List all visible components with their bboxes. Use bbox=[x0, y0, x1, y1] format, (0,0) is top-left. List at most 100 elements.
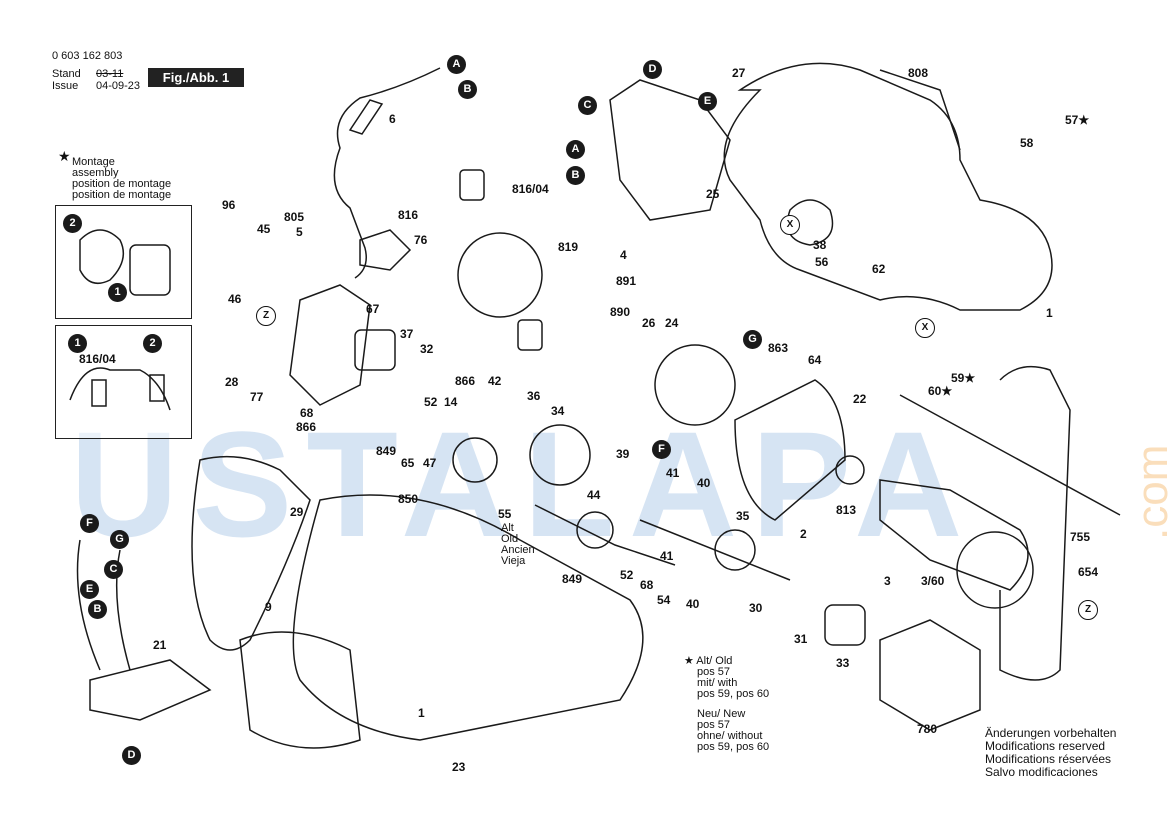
handle-29 bbox=[191, 455, 311, 651]
part-30: 30 bbox=[749, 601, 763, 615]
part-40: 40 bbox=[697, 476, 711, 490]
part-77: 77 bbox=[250, 390, 264, 404]
part-816-04: 816/04 bbox=[512, 182, 549, 196]
callout-F-2: F bbox=[80, 514, 99, 533]
issue-value: 04-09-23 bbox=[96, 80, 141, 92]
brush-holder-ring bbox=[654, 344, 736, 426]
reserved-de: Änderungen vorbehalten bbox=[985, 726, 1117, 740]
legend-new-2: pos 57 bbox=[697, 719, 731, 731]
part-33: 33 bbox=[836, 656, 850, 670]
sleeve-33 bbox=[824, 604, 866, 646]
housing-808-edge bbox=[879, 69, 961, 151]
part-6: 6 bbox=[389, 112, 396, 126]
montage-line-2: assembly bbox=[72, 167, 119, 179]
callout-C-2: C bbox=[104, 560, 123, 579]
callout-B-3: B bbox=[88, 600, 107, 619]
housing-half-outline bbox=[723, 62, 1053, 311]
part-9: 9 bbox=[265, 600, 272, 614]
callout-C-1: C bbox=[578, 96, 597, 115]
montage-line-1: Montage bbox=[72, 156, 115, 168]
part-866b: 866 bbox=[296, 420, 317, 434]
callout-D-1: D bbox=[643, 60, 662, 79]
montage-line-3: position de montage bbox=[72, 178, 172, 190]
stand-label: Stand bbox=[52, 68, 81, 80]
part-813: 813 bbox=[836, 503, 857, 517]
part-755: 755 bbox=[1070, 530, 1091, 544]
part-816: 816 bbox=[398, 208, 419, 222]
legend-alt-3: mit/ with bbox=[697, 677, 738, 689]
part-3: 3 bbox=[884, 574, 891, 588]
stator bbox=[734, 379, 846, 521]
part-805: 805 bbox=[284, 210, 305, 224]
callout-E-1: E bbox=[698, 92, 717, 111]
callout-Z-2: Z bbox=[1078, 600, 1098, 620]
montage-line-4: position de montage bbox=[72, 189, 172, 201]
callout-Z-1: Z bbox=[256, 306, 276, 326]
brush-part-2 bbox=[517, 319, 543, 351]
part-14: 14 bbox=[444, 395, 458, 409]
part-56: 56 bbox=[815, 255, 829, 269]
aux-handle bbox=[999, 365, 1071, 681]
part-45: 45 bbox=[257, 222, 271, 236]
bearing-813 bbox=[835, 455, 865, 485]
brush-part bbox=[459, 169, 485, 201]
part-52b: 52 bbox=[620, 568, 634, 582]
part-44: 44 bbox=[587, 488, 601, 502]
part-4: 4 bbox=[620, 248, 627, 262]
brush-plate bbox=[457, 232, 543, 318]
part-32: 32 bbox=[420, 342, 434, 356]
grip-9 bbox=[239, 631, 361, 749]
callout-A-2: A bbox=[566, 140, 585, 159]
part-849: 849 bbox=[376, 444, 397, 458]
callout-A-1: A bbox=[447, 55, 466, 74]
part-54: 54 bbox=[657, 593, 671, 607]
alt-note-4: Vieja bbox=[501, 555, 526, 567]
callout-X-1: X bbox=[780, 215, 800, 235]
legend-alt-1: ★ Alt/ Old bbox=[684, 655, 733, 667]
callout-X-2: X bbox=[915, 318, 935, 338]
part-22: 22 bbox=[853, 392, 867, 406]
part-891: 891 bbox=[616, 274, 637, 288]
part-41b: 41 bbox=[660, 549, 674, 563]
star-icon: ★ bbox=[58, 148, 71, 164]
part-849b: 849 bbox=[562, 572, 583, 586]
legend-new-4: pos 59, pos 60 bbox=[697, 741, 770, 753]
part-780: 780 bbox=[917, 722, 938, 736]
part-65: 65 bbox=[401, 456, 415, 470]
part-21: 21 bbox=[153, 638, 167, 652]
inset-brush-1 bbox=[91, 379, 107, 407]
legend-new-1: Neu/ New bbox=[697, 708, 746, 720]
part-890: 890 bbox=[610, 305, 631, 319]
alt-note-3: Ancien bbox=[501, 544, 535, 556]
part-2: 2 bbox=[800, 527, 807, 541]
part-31: 31 bbox=[794, 632, 808, 646]
part-27: 27 bbox=[732, 66, 746, 80]
part-41: 41 bbox=[666, 466, 680, 480]
legend-new-3: ohne/ without bbox=[697, 730, 763, 742]
part-55: 55 bbox=[498, 507, 512, 521]
part-42: 42 bbox=[488, 374, 502, 388]
part-67: 67 bbox=[366, 302, 380, 316]
part-38: 38 bbox=[813, 238, 827, 252]
part-64: 64 bbox=[808, 353, 822, 367]
part-35: 35 bbox=[736, 509, 750, 523]
legend-alt-4: pos 59, pos 60 bbox=[697, 688, 770, 700]
electronic-module-21 bbox=[89, 659, 212, 721]
part-39: 39 bbox=[616, 447, 630, 461]
part-23: 23 bbox=[452, 760, 466, 774]
spindle-30 bbox=[639, 519, 791, 581]
part-29: 29 bbox=[290, 505, 304, 519]
issue-label: Issue bbox=[52, 80, 79, 92]
stand-value: 03-11 bbox=[96, 68, 124, 80]
part-25: 25 bbox=[706, 187, 720, 201]
part-76: 76 bbox=[414, 233, 428, 247]
figure-label: Fig./Abb. 1 bbox=[148, 68, 244, 87]
part-5: 5 bbox=[296, 225, 303, 239]
inset-step-2b: 2 bbox=[143, 334, 162, 353]
part-37: 37 bbox=[400, 327, 414, 341]
bearing-37 bbox=[354, 329, 396, 371]
inset-part-shape bbox=[79, 229, 125, 285]
part-47: 47 bbox=[423, 456, 437, 470]
